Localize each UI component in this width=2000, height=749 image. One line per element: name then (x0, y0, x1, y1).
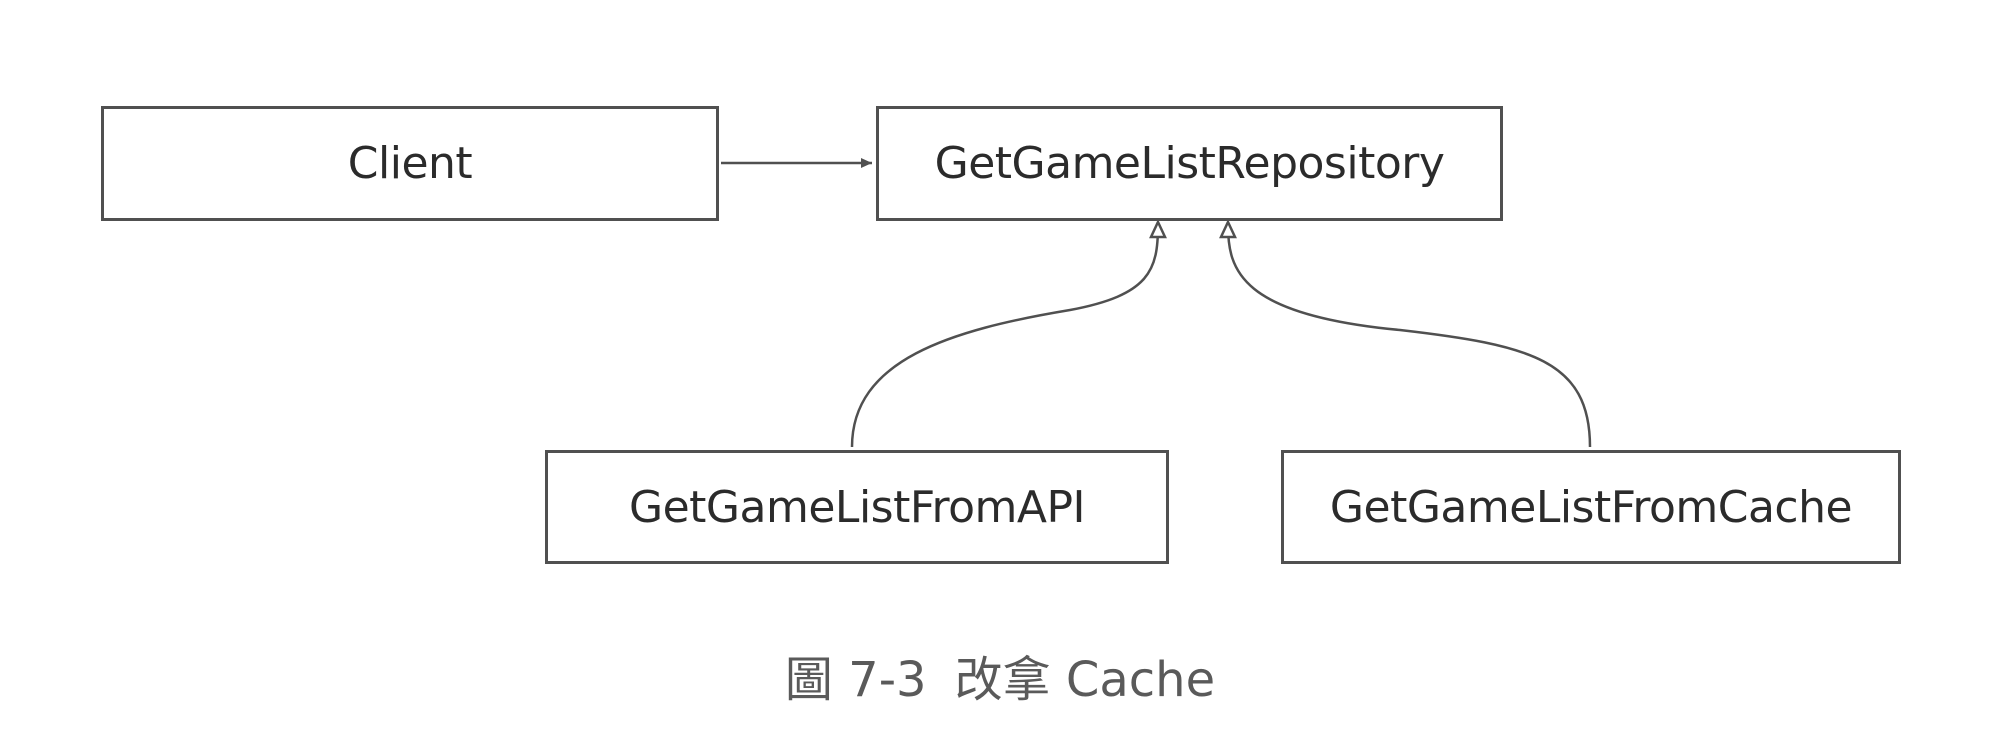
cache-implements-repository-arrow (1226, 224, 1592, 448)
client-label: Client (347, 138, 473, 189)
repository-label: GetGameListRepository (934, 138, 1445, 189)
figure-title: 改拿 Cache (954, 652, 1216, 708)
api-implements-repository-arrow (850, 224, 1160, 448)
from-api-label: GetGameListFromAPI (629, 481, 1085, 533)
from-api-node: GetGameListFromAPI (545, 450, 1169, 564)
client-node: Client (101, 106, 719, 221)
from-cache-label: GetGameListFromCache (1329, 481, 1853, 533)
repository-node: GetGameListRepository (876, 106, 1503, 221)
figure-caption: 圖 7-3 改拿 Cache (0, 640, 2000, 710)
from-cache-node: GetGameListFromCache (1281, 450, 1901, 564)
api-arrowhead (1149, 219, 1167, 239)
cache-arrowhead (1219, 219, 1237, 239)
figure-number: 圖 7-3 (784, 652, 927, 708)
